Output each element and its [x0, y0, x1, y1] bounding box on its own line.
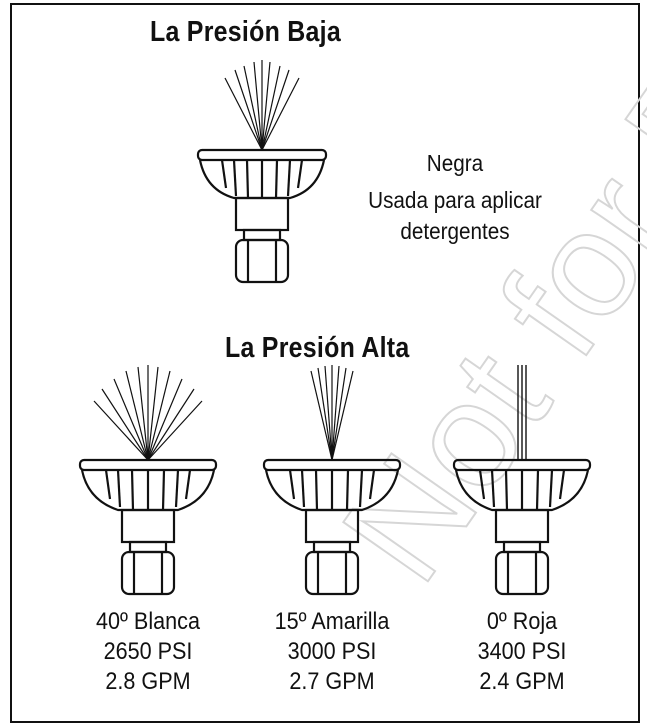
- nozzle-0-gpm: 2.4 GPM: [479, 668, 565, 695]
- low-pressure-nozzle-icon: [196, 60, 328, 284]
- low-pressure-use-line1: Usada para aplicar: [368, 187, 542, 213]
- nozzle-0-psi: 3400 PSI: [477, 638, 567, 665]
- nozzle-15-psi: 3000 PSI: [287, 638, 377, 665]
- high-pressure-title: La Presión Alta: [225, 332, 410, 364]
- nozzle-0-label: 0º Roja: [486, 608, 558, 635]
- low-pressure-title: La Presión Baja: [150, 16, 342, 48]
- nozzle-0-degree-icon: [452, 365, 592, 596]
- nozzle-40-label: 40º Blanca: [96, 608, 200, 635]
- nozzle-15-degree-icon: [262, 365, 402, 596]
- nozzle-40-degree-icon: [78, 365, 218, 596]
- nozzle-15-label: 15º Amarilla: [274, 608, 390, 635]
- nozzle-40-gpm: 2.8 GPM: [105, 668, 191, 695]
- nozzle-0-caption: 0º Roja 3400 PSI 2.4 GPM: [432, 607, 612, 697]
- nozzle-40-caption: 40º Blanca 2650 PSI 2.8 GPM: [58, 607, 238, 697]
- low-pressure-color-label: Negra: [426, 150, 484, 176]
- nozzle-40-psi: 2650 PSI: [103, 638, 193, 665]
- nozzle-15-caption: 15º Amarilla 3000 PSI 2.7 GPM: [242, 607, 422, 697]
- low-pressure-use-line2: detergentes: [400, 218, 510, 244]
- nozzle-15-gpm: 2.7 GPM: [289, 668, 375, 695]
